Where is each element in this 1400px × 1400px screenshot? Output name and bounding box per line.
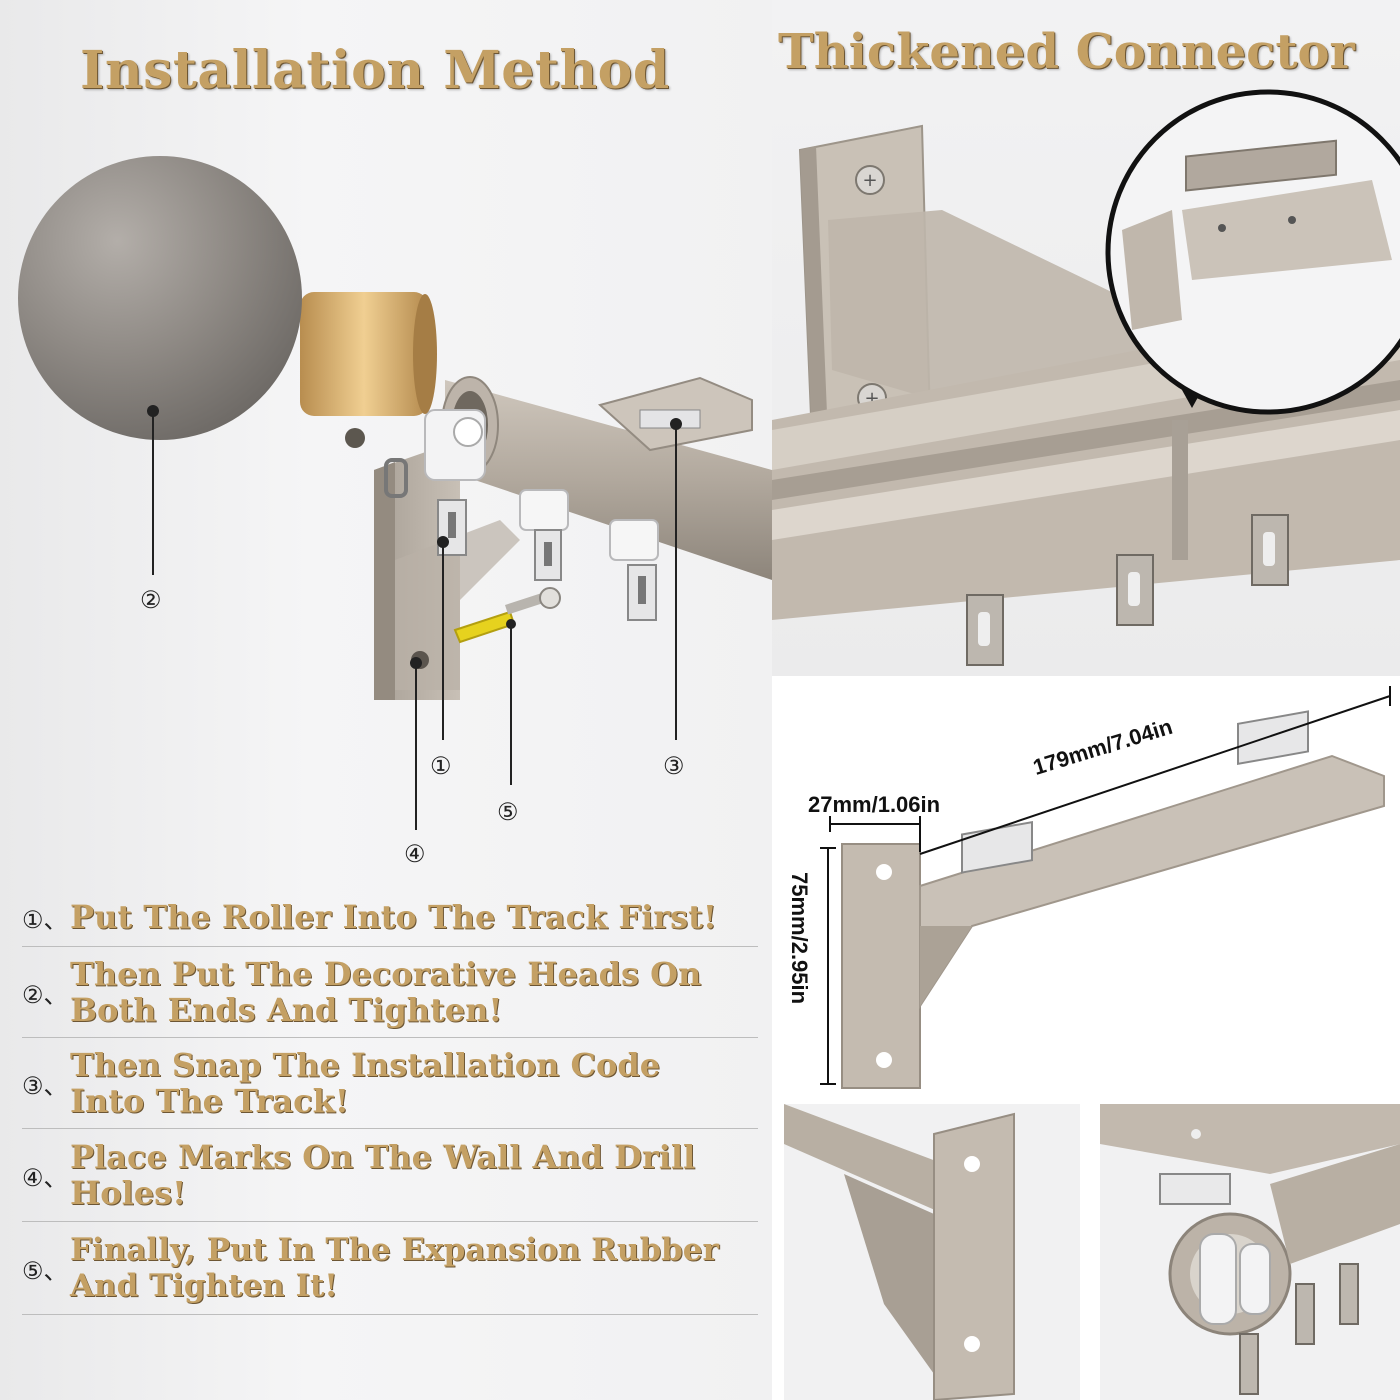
step-number: ⑤、 — [22, 1256, 68, 1285]
step-text: Then Snap The Installation Code Into The… — [70, 1046, 661, 1120]
installation-title: Installation Method — [80, 40, 670, 101]
step-3: ③、 Then Snap The Installation Code Into … — [22, 1038, 758, 1129]
step-text: Place Marks On The Wall And Drill Holes! — [70, 1138, 696, 1212]
step-number: ③、 — [22, 1071, 68, 1100]
expansion-screw — [453, 587, 561, 644]
installation-panel: Installation Method ② ① ③ ⑤ ④ ①、 Put The… — [0, 0, 772, 1400]
dimensions-panel: 27mm/1.06in 179mm/7.04in 75mm/2.95in — [772, 676, 1400, 1100]
callout-1: ① — [430, 752, 452, 780]
dimension-illustration — [820, 686, 1391, 1089]
installation-illustration — [18, 156, 772, 830]
callout-3: ③ — [663, 752, 685, 780]
connector-panel: + + — [772, 0, 1400, 676]
svg-text:+: + — [862, 170, 877, 191]
dimension-width: 27mm/1.06in — [808, 792, 941, 817]
connector-illustration: + + — [772, 89, 1400, 666]
step-4: ④、 Place Marks On The Wall And Drill Hol… — [22, 1129, 758, 1222]
track-closeup-panel — [1100, 1104, 1400, 1400]
curtain-track — [441, 376, 772, 580]
callout-5: ⑤ — [497, 798, 519, 826]
step-number: ①、 — [22, 905, 68, 934]
step-text: Finally, Put In The Expansion Rubber And… — [70, 1232, 719, 1304]
connector-zoom — [1105, 89, 1400, 415]
connector-hooks — [966, 514, 1289, 666]
callout-lines — [152, 411, 682, 830]
connector-title: Thickened Connector — [778, 24, 1355, 80]
dimension-bracket — [841, 710, 1385, 1089]
bracket-closeup-panel — [784, 1104, 1080, 1400]
dimension-lines — [820, 686, 1391, 1085]
bracket-closeup — [784, 1104, 1015, 1400]
installation-steps: ①、 Put The Roller Into The Track First! … — [22, 888, 758, 1315]
step-number: ②、 — [22, 980, 68, 1009]
callout-2: ② — [140, 586, 162, 614]
dimension-height: 75mm/2.95in — [787, 872, 812, 1005]
track-closeup — [1100, 1104, 1400, 1395]
step-text: Put The Roller Into The Track First! — [70, 898, 717, 936]
callout-4: ④ — [404, 840, 426, 868]
step-number: ④、 — [22, 1163, 68, 1192]
step-text: Then Put The Decorative Heads On Both En… — [70, 955, 702, 1029]
step-5: ⑤、 Finally, Put In The Expansion Rubber … — [22, 1222, 758, 1315]
decorative-ball-finial — [18, 156, 437, 448]
step-2: ②、 Then Put The Decorative Heads On Both… — [22, 947, 758, 1038]
step-1: ①、 Put The Roller Into The Track First! — [22, 888, 758, 947]
